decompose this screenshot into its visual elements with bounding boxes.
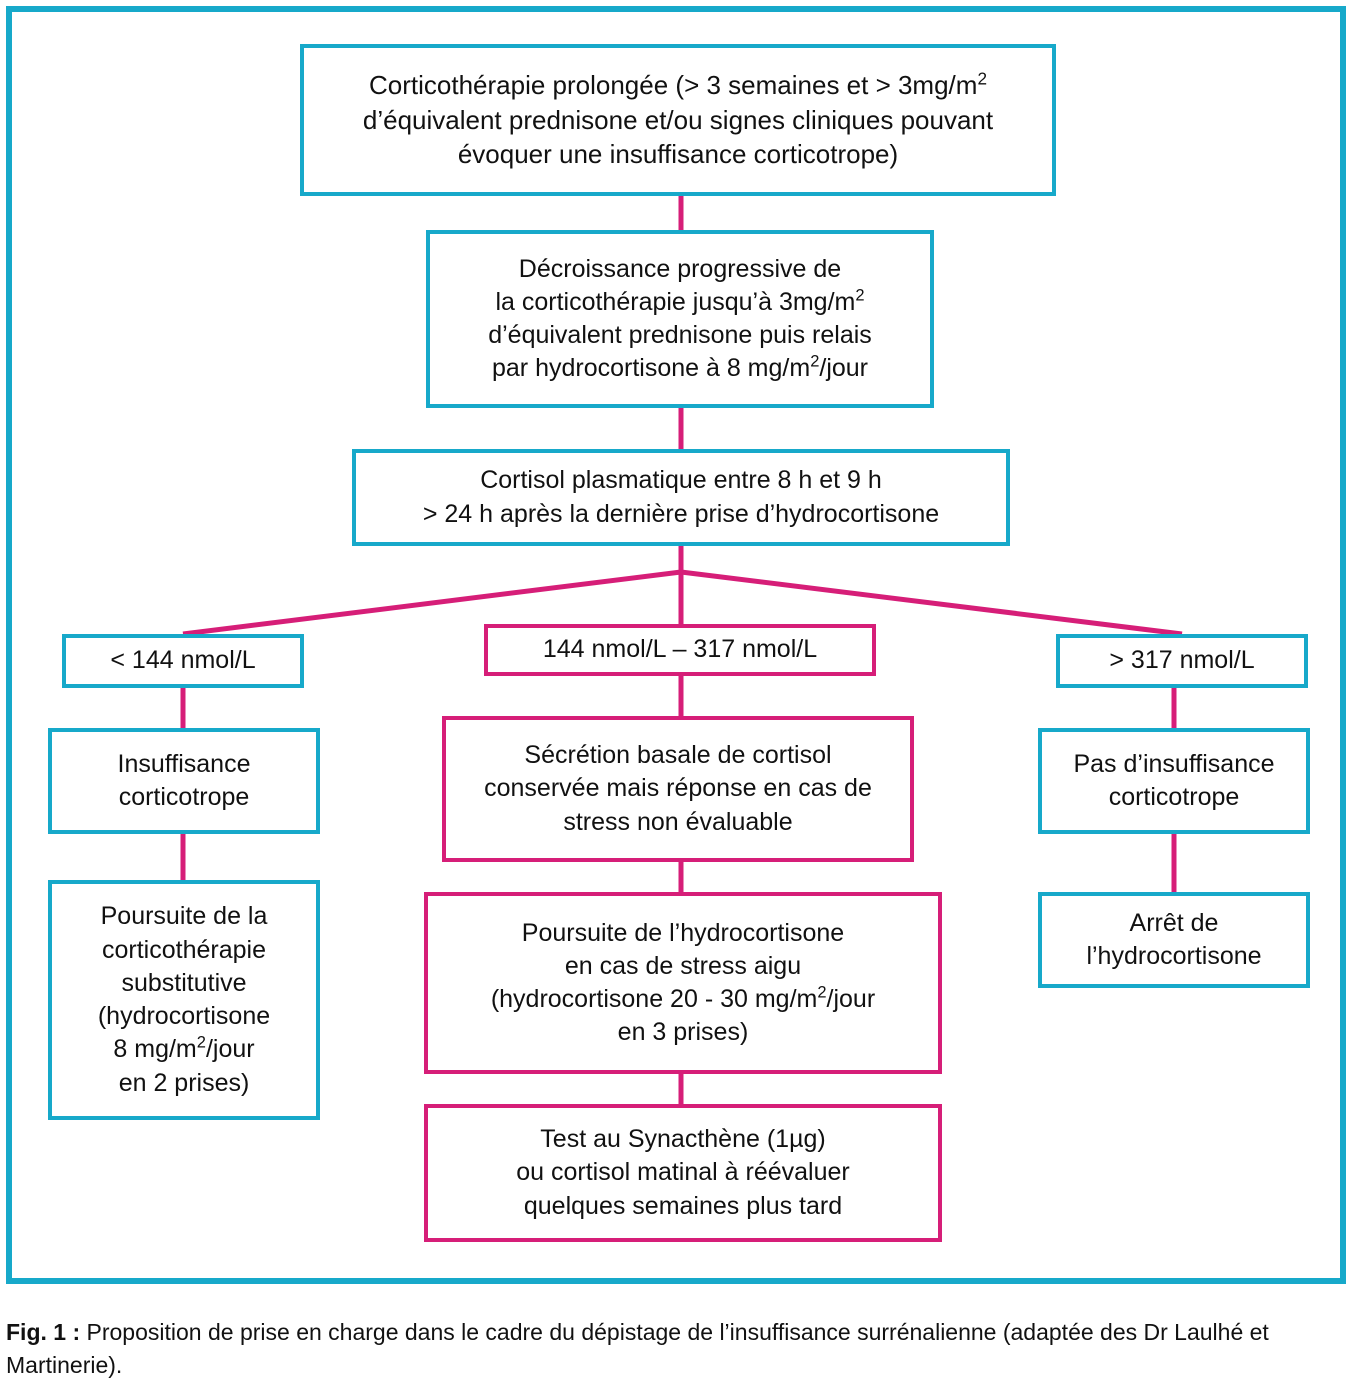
node-poursuite-hydrocortisone-stress[interactable]: Poursuite de l’hydrocortisone en cas de …: [424, 892, 942, 1074]
figure-caption-text: Proposition de prise en charge dans le c…: [6, 1319, 1269, 1378]
superscript-2: 2: [855, 286, 865, 305]
node-arret-hydrocortisone[interactable]: Arrêt de l’hydrocortisone: [1038, 892, 1310, 988]
figure-number: Fig. 1 :: [6, 1319, 81, 1345]
node-poursuite-corticotherapie-substitutive[interactable]: Poursuite de la corticothérapie substitu…: [48, 880, 320, 1120]
node-text: Arrêt de l’hydrocortisone: [1086, 908, 1262, 970]
node-threshold-mid[interactable]: 144 nmol/L – 317 nmol/L: [484, 624, 876, 676]
node-text: Insuffisance corticotrope: [117, 749, 251, 811]
node-text: Cortisol plasmatique entre 8 h et 9 h > …: [422, 466, 940, 528]
node-text: 144 nmol/L – 317 nmol/L: [542, 635, 818, 664]
node-decroissance-progressive[interactable]: Décroissance progressive de la corticoth…: [426, 230, 934, 408]
node-text: > 317 nmol/L: [1109, 646, 1255, 675]
node-cortisol-plasmatique[interactable]: Cortisol plasmatique entre 8 h et 9 h > …: [352, 449, 1010, 546]
node-text: Sécrétion basale de cortisol conservée m…: [484, 741, 872, 836]
superscript-2: 2: [817, 983, 827, 1002]
node-text: Corticothérapie prolongée (> 3 semaines …: [362, 68, 994, 170]
node-test-synacthene[interactable]: Test au Synacthène (1µg) ou cortisol mat…: [424, 1104, 942, 1242]
superscript-2: 2: [196, 1033, 206, 1052]
flowchart-canvas: Corticothérapie prolongée (> 3 semaines …: [48, 44, 1310, 1242]
node-text: Décroissance progressive de la corticoth…: [488, 254, 872, 383]
figure-caption: Fig. 1 : Proposition de prise en charge …: [6, 1316, 1360, 1381]
node-text: Poursuite de l’hydrocortisone en cas de …: [490, 918, 876, 1047]
node-text: Pas d’insuffisance corticotrope: [1073, 749, 1275, 811]
node-threshold-high[interactable]: > 317 nmol/L: [1056, 634, 1308, 688]
node-insuffisance-corticotrope[interactable]: Insuffisance corticotrope: [48, 728, 320, 834]
node-text: Poursuite de la corticothérapie substitu…: [97, 902, 271, 1097]
superscript-2: 2: [977, 68, 987, 89]
figure-border: [6, 6, 1346, 1284]
superscript-2: 2: [810, 352, 820, 371]
node-secretion-basale-conservee[interactable]: Sécrétion basale de cortisol conservée m…: [442, 716, 914, 862]
node-corticotherapie-prolongee[interactable]: Corticothérapie prolongée (> 3 semaines …: [300, 44, 1056, 196]
node-pas-insuffisance-corticotrope[interactable]: Pas d’insuffisance corticotrope: [1038, 728, 1310, 834]
node-threshold-low[interactable]: < 144 nmol/L: [62, 634, 304, 688]
node-text: < 144 nmol/L: [110, 646, 256, 675]
node-text: Test au Synacthène (1µg) ou cortisol mat…: [516, 1125, 850, 1220]
